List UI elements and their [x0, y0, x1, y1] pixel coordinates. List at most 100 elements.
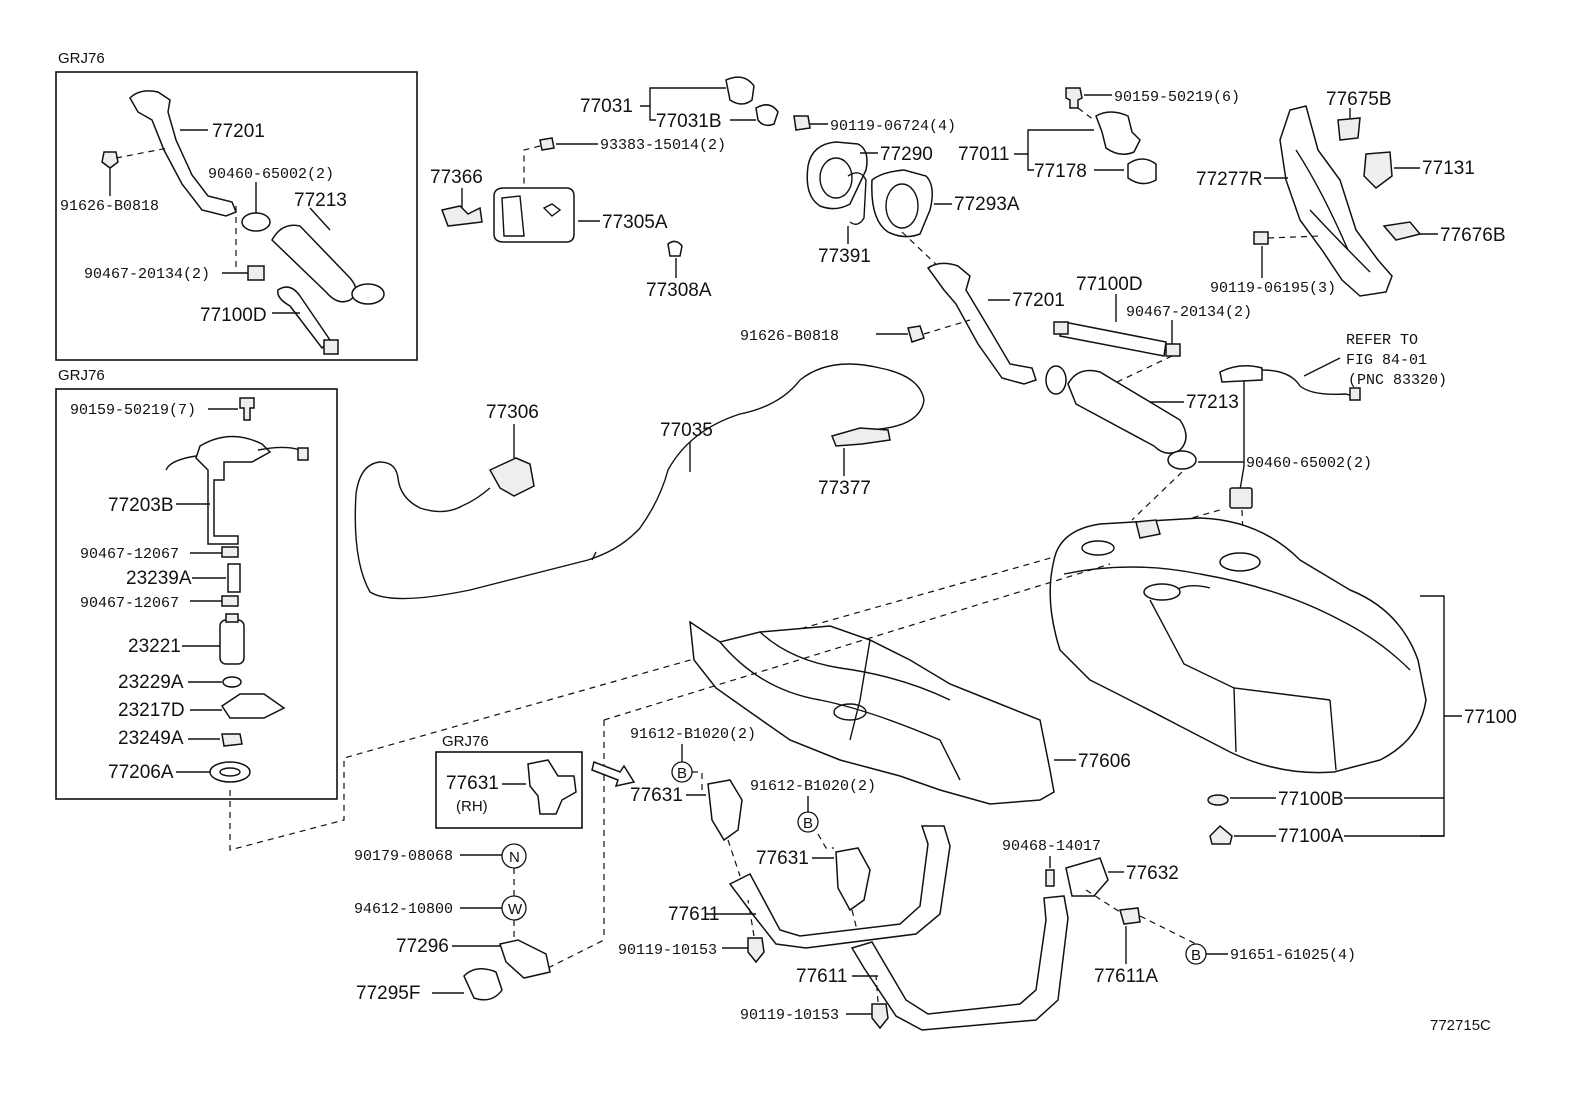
- figure-code: 772715C: [1430, 1017, 1491, 1034]
- hose-clamp-part: [241, 212, 271, 232]
- tank-strap-part: [728, 825, 951, 949]
- label-77201-main: 77201: [1012, 290, 1065, 311]
- model-tag-mid-left: GRJ76: [58, 367, 105, 384]
- snap-ring-part: [847, 172, 867, 225]
- clip-part: [1382, 221, 1422, 241]
- label-77611-a: 77611: [668, 904, 719, 925]
- clip-part: [247, 265, 265, 281]
- label-77391: 77391: [818, 246, 871, 267]
- connector-part: [297, 447, 309, 461]
- label-77290: 77290: [880, 144, 933, 165]
- model-tag-top-left: GRJ76: [58, 50, 105, 67]
- label-23239A: 23239A: [126, 568, 192, 589]
- label-77100D-inset: 77100D: [200, 305, 267, 326]
- fuel-tank-part: [1049, 517, 1427, 774]
- label-77100D-main: 77100D: [1076, 274, 1143, 295]
- label-77293A: 77293A: [954, 194, 1020, 215]
- label-77295F: 77295F: [356, 983, 420, 1004]
- refer-note-line3: (PNC 83320): [1348, 372, 1447, 389]
- clip-part: [323, 339, 339, 355]
- filler-pipe-part: [129, 90, 237, 217]
- bracket-part: [527, 759, 577, 815]
- sender-plate-part: [1219, 365, 1263, 383]
- label-77031: 77031: [580, 96, 633, 117]
- label-77611A: 77611A: [1094, 966, 1158, 987]
- tank-strap-part: [850, 895, 1069, 1031]
- filter-part: [220, 693, 286, 719]
- opener-lever-part: [488, 457, 535, 497]
- label-77606: 77606: [1078, 751, 1131, 772]
- cap-gasket-part: [1127, 158, 1157, 185]
- label-91612-b: 91612-B1020(2): [750, 778, 876, 795]
- bumper-part: [667, 240, 683, 257]
- direction-arrow-icon: [591, 760, 636, 788]
- screw-part: [1065, 87, 1083, 109]
- label-77631-a: 77631: [630, 785, 683, 806]
- label-90119-10153-a: 90119-10153: [618, 942, 717, 959]
- filler-base-part: [806, 141, 868, 210]
- label-77131: 77131: [1422, 158, 1475, 179]
- mark-b-text: B: [803, 815, 813, 832]
- label-77631-b: 77631: [756, 848, 809, 869]
- label-77100: 77100: [1464, 707, 1517, 728]
- bolt-part: [871, 1003, 889, 1030]
- cable-end-part: [830, 427, 891, 447]
- label-94612: 94612-10800: [354, 901, 453, 918]
- tank-inlet-part: [1135, 519, 1161, 539]
- cushion-part: [1209, 824, 1233, 845]
- label-23221: 23221: [128, 636, 181, 657]
- label-90119-06195: 90119-06195(3): [1210, 280, 1336, 297]
- label-77632: 77632: [1126, 863, 1179, 884]
- hose-clamp-part: [351, 283, 385, 305]
- label-90119-10153-b: 90119-10153: [740, 1007, 839, 1024]
- screw-part: [793, 115, 811, 131]
- label-77201-inset: 77201: [212, 121, 265, 142]
- fuel-pump-part: [219, 619, 245, 665]
- label-77305A: 77305A: [602, 212, 668, 233]
- label-77213-inset: 77213: [294, 190, 347, 211]
- label-77366: 77366: [430, 167, 483, 188]
- screw-part: [539, 137, 555, 151]
- label-77277R: 77277R: [1196, 169, 1263, 190]
- label-23229A: 23229A: [118, 672, 184, 693]
- bolt-part: [907, 325, 925, 343]
- inset-box-fuel-pump: [55, 388, 338, 800]
- refer-note-line1: REFER TO: [1346, 332, 1418, 349]
- protector-part: [871, 169, 933, 238]
- label-77203B: 77203B: [108, 495, 174, 516]
- opener-cable-part: [354, 363, 925, 600]
- mark-b-text: B: [677, 765, 687, 782]
- label-77306: 77306: [486, 402, 539, 423]
- label-77377: 77377: [818, 478, 871, 499]
- bolt-part: [1119, 907, 1141, 925]
- clip-part: [221, 595, 239, 607]
- label-93383: 93383-15014(2): [600, 137, 726, 154]
- label-91651: 91651-61025(4): [1230, 947, 1356, 964]
- label-91626-inset: 91626-B0818: [60, 198, 159, 215]
- refer-note-line2: FIG 84-01: [1346, 352, 1427, 369]
- breather-hose-part: [277, 286, 331, 350]
- mark-b-text: B: [1191, 947, 1201, 964]
- ring-part: [222, 676, 242, 688]
- label-90467-inset: 90467-20134(2): [84, 266, 210, 283]
- label-90159-7: 90159-50219(7): [70, 402, 196, 419]
- fuel-door-part: [493, 187, 575, 243]
- label-90159-6: 90159-50219(6): [1114, 89, 1240, 106]
- pin-part: [1045, 869, 1055, 887]
- cushion-part: [463, 968, 503, 1001]
- cushion-part: [1207, 794, 1229, 806]
- grommet-part: [725, 76, 755, 105]
- pump-bracket-part: [195, 435, 272, 545]
- inset-box-bracket: [435, 751, 583, 829]
- label-90467-12067-b: 90467-12067: [80, 595, 179, 612]
- label-77308A: 77308A: [646, 280, 712, 301]
- label-90179: 90179-08068: [354, 848, 453, 865]
- hose-clamp-part: [1167, 450, 1197, 470]
- label-77296: 77296: [396, 936, 449, 957]
- label-90460-inset: 90460-65002(2): [208, 166, 334, 183]
- label-91612-a: 91612-B1020(2): [630, 726, 756, 743]
- label-77676B: 77676B: [1440, 225, 1506, 246]
- label-77100B: 77100B: [1278, 789, 1344, 810]
- inset-box-filler-pipe: [55, 71, 418, 361]
- label-77611-b: 77611: [796, 966, 847, 987]
